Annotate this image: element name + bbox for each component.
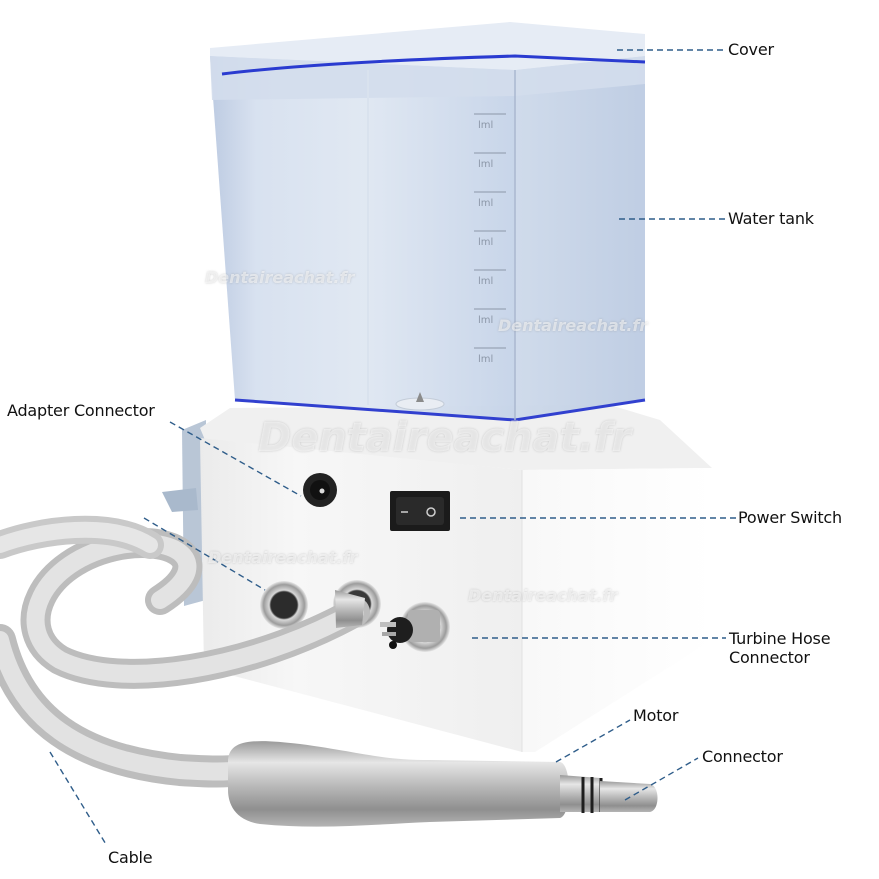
label-water-tank: Water tank xyxy=(728,209,814,228)
label-turbine-hose-connector: Turbine Hose Connector xyxy=(729,629,831,667)
graduation-mark: lml xyxy=(474,347,506,365)
base-unit xyxy=(200,405,712,752)
motor-handpiece xyxy=(228,741,658,827)
graduation-mark: lml xyxy=(474,113,506,131)
svg-text:lml: lml xyxy=(478,315,493,326)
leader-connector xyxy=(624,757,699,801)
leader-motor-socket xyxy=(143,517,266,591)
graduation-mark: lml xyxy=(474,191,506,209)
label-turbine-hose-line1: Turbine Hose xyxy=(729,629,831,648)
graduation-mark: lml xyxy=(474,230,506,248)
motor-socket-icon xyxy=(260,581,308,629)
label-cover: Cover xyxy=(728,40,774,59)
label-adapter-connector: Adapter Connector xyxy=(7,401,155,420)
water-tank xyxy=(210,22,646,422)
adapter-socket-icon xyxy=(303,473,337,507)
label-connector: Connector xyxy=(702,747,783,766)
svg-text:lml: lml xyxy=(478,159,493,170)
svg-text:lml: lml xyxy=(478,198,493,209)
label-motor: Motor xyxy=(633,706,679,725)
graduation-mark: lml xyxy=(474,308,506,326)
graduation-mark: lml xyxy=(474,269,506,287)
svg-text:lml: lml xyxy=(478,237,493,248)
cable xyxy=(0,515,370,788)
leader-adapter-connector xyxy=(169,421,302,497)
leader-lines xyxy=(49,49,736,847)
leader-cable xyxy=(49,751,108,847)
rocker-switch-icon xyxy=(390,491,450,531)
svg-text:lml: lml xyxy=(478,354,493,365)
cable-ferrule xyxy=(335,590,365,628)
graduation-mark: lml xyxy=(474,152,506,170)
svg-text:lml: lml xyxy=(478,120,493,131)
svg-text:lml: lml xyxy=(478,276,493,287)
graduation-scale: lml lml lml lml lml lml lml xyxy=(474,113,506,365)
label-turbine-hose-line2: Connector xyxy=(729,648,810,667)
leader-motor xyxy=(555,719,631,763)
label-cable: Cable xyxy=(108,848,153,867)
turbine-connector-icon xyxy=(380,602,450,652)
label-power-switch: Power Switch xyxy=(738,508,842,527)
